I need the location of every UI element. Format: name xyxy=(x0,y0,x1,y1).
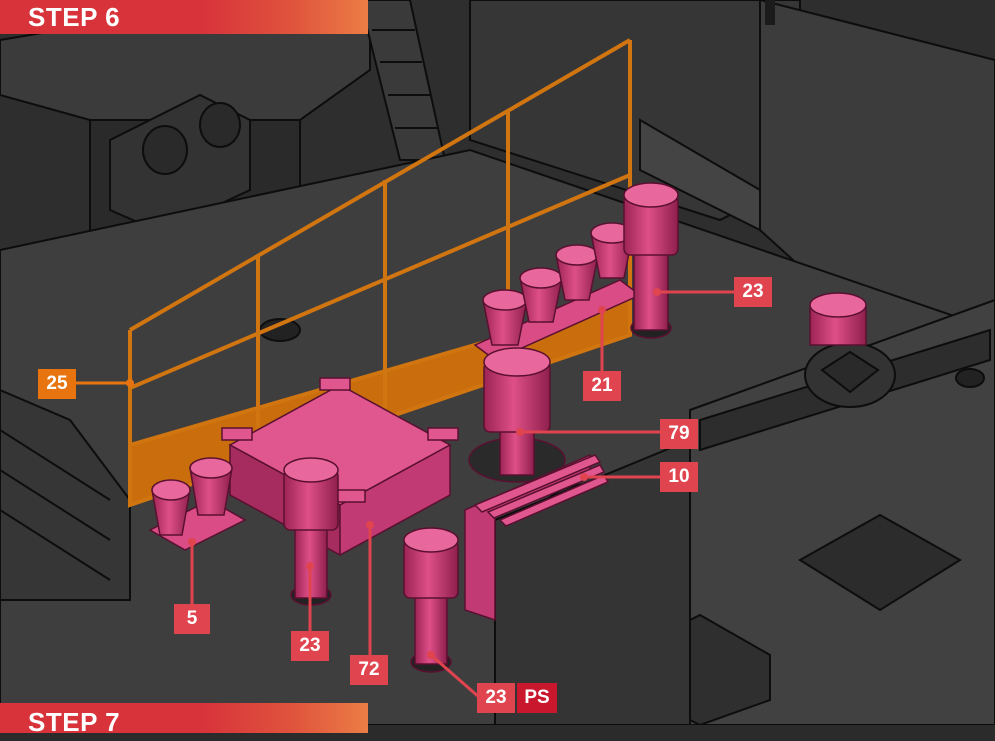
callout-part-21: 21 xyxy=(583,371,621,401)
step-banner-next: STEP 7 xyxy=(0,703,368,733)
callout-part-25: 25 xyxy=(38,369,76,399)
step-banner-current: STEP 6 xyxy=(0,0,368,34)
callout-part-79: 79 xyxy=(660,419,698,449)
callout-part-10: 10 xyxy=(660,462,698,492)
callout-part-5: 5 xyxy=(174,604,210,634)
callout-part-23-top: 23 xyxy=(734,277,772,307)
callout-ps-marker: PS xyxy=(517,683,557,713)
callout-part-23-bottom: 23 xyxy=(477,683,515,713)
model-assembly-illustration xyxy=(0,0,995,725)
callout-part-72: 72 xyxy=(350,655,388,685)
callout-part-23-center: 23 xyxy=(291,631,329,661)
